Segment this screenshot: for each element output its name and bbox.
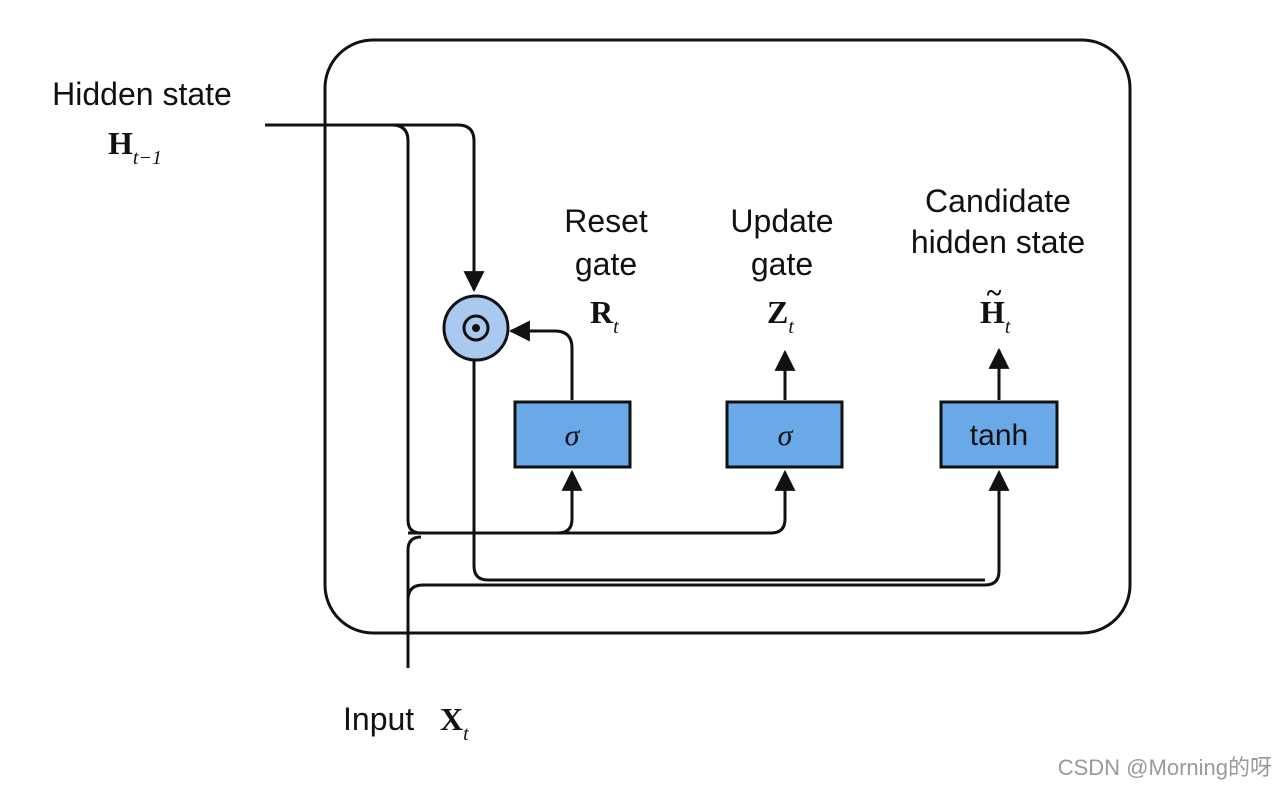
hidden-state-symbol-sub: t−1	[133, 147, 162, 169]
candidate-label-line1: Candidate	[925, 183, 1071, 219]
candidate-box: tanh	[939, 400, 1059, 469]
update-gate-label-line1: Update	[730, 203, 833, 239]
input-symbol-sub: t	[463, 723, 469, 745]
reset-gate-symbol-sub: t	[613, 316, 619, 338]
update-gate-symbol-main: Z	[767, 294, 788, 330]
input-symbol-main: X	[440, 701, 463, 737]
reset-gate-label-line1: Reset	[564, 203, 648, 239]
reset-gate-label-line2: gate	[575, 246, 637, 282]
reset-gate-function: σ	[565, 419, 581, 452]
candidate-function: tanh	[970, 419, 1028, 452]
update-gate-symbol: Zt	[767, 294, 794, 338]
input-label: Input	[343, 701, 414, 737]
hidden-state-lines	[265, 123, 558, 535]
reset-to-operator-line	[508, 320, 574, 400]
update-gate-function: σ	[778, 419, 794, 452]
candidate-symbol: Ht	[980, 294, 1011, 338]
reset-product-line	[472, 358, 985, 582]
hidden-state-label: Hidden state	[52, 76, 232, 112]
gru-cell-boundary	[323, 38, 1132, 635]
reset-gate-symbol-main: R	[590, 294, 614, 330]
candidate-symbol-sub: t	[1005, 316, 1011, 338]
input-lines	[406, 469, 1010, 668]
watermark: CSDN @Morning的呀	[1058, 755, 1272, 780]
candidate-label-line2: hidden state	[911, 224, 1085, 260]
update-gate-symbol-sub: t	[788, 316, 794, 338]
hidden-state-symbol-main: H	[108, 125, 133, 161]
gate-input-bus	[408, 469, 796, 535]
reset-gate-box: σ	[513, 400, 632, 469]
hidden-state-symbol: Ht−1	[108, 125, 162, 169]
candidate-symbol-main: H	[980, 294, 1005, 330]
update-gate-box: σ	[725, 400, 844, 469]
update-gate-label-line2: gate	[751, 246, 813, 282]
input-symbol: Xt	[440, 701, 469, 745]
hadamard-product-icon	[442, 294, 510, 362]
reset-gate-symbol: Rt	[590, 294, 619, 338]
candidate-symbol-tilde: ~	[987, 278, 1002, 309]
